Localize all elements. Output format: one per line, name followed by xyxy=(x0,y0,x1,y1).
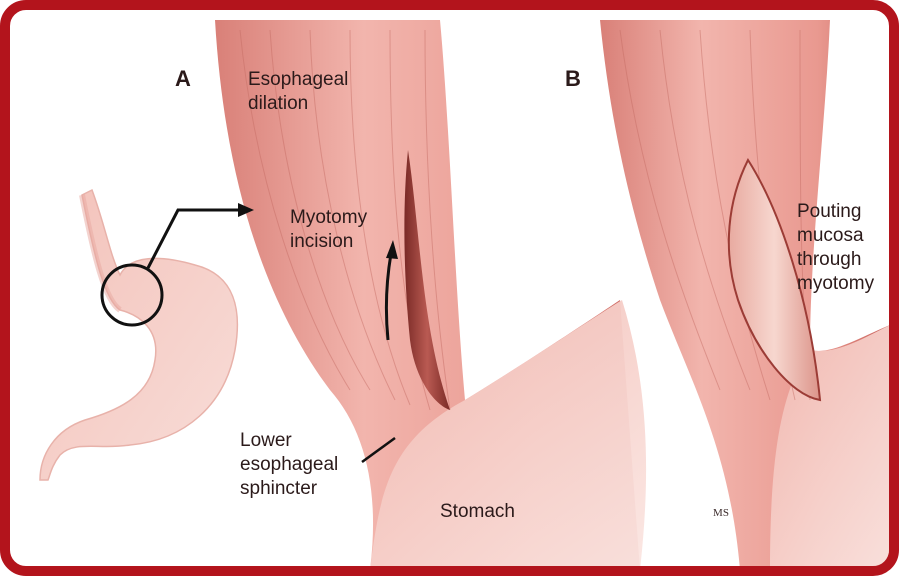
panel-b-letter: B xyxy=(565,67,581,91)
myotomy-incision-label: Myotomy incision xyxy=(290,206,367,254)
pouting-mucosa-label: Pouting mucosa through myotomy xyxy=(797,200,874,296)
esophageal-dilation-label: Esophageal dilation xyxy=(248,68,348,116)
stomach-label: Stomach xyxy=(440,500,515,524)
signature-text: MS xyxy=(713,507,729,519)
artist-signature: MS xyxy=(713,507,729,519)
overview-stomach xyxy=(40,190,237,480)
panel-a-letter: A xyxy=(175,67,191,91)
lower-esophageal-sphincter-label: Lower esophageal sphincter xyxy=(240,429,338,501)
illustration xyxy=(10,10,899,576)
